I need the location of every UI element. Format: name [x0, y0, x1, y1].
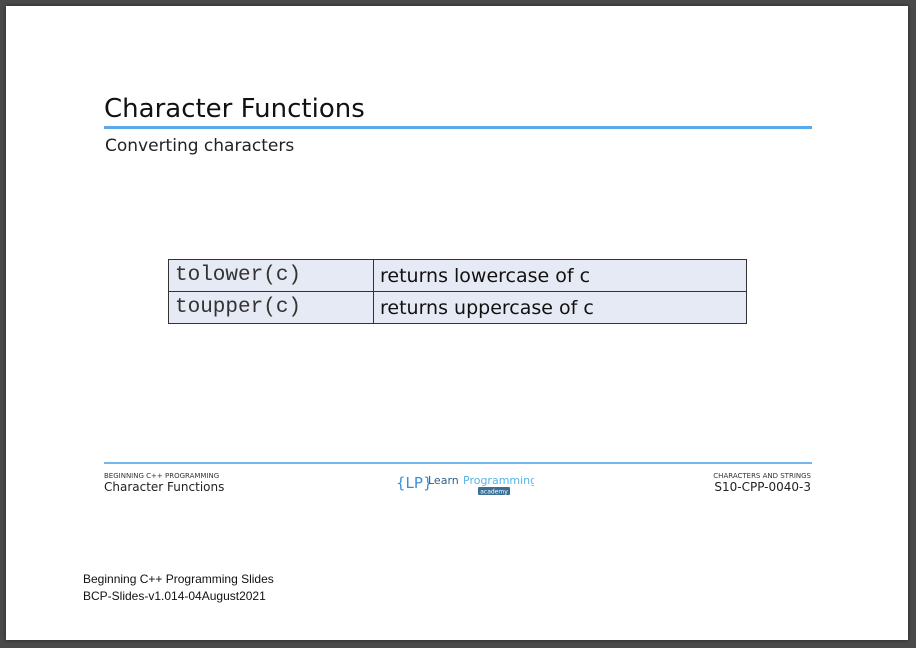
function-table: tolower(c) returns lowercase of c touppe… — [168, 259, 747, 324]
page-note-version: BCP-Slides-v1.014-04August2021 — [83, 589, 266, 603]
logo-text-learn: Learn — [428, 474, 459, 487]
slide-title: Character Functions — [104, 94, 365, 124]
footer-divider — [104, 462, 812, 464]
learnprogramming-logo: {LP} Learn Programming academy — [396, 474, 534, 496]
logo-bracket: {LP} — [396, 474, 433, 492]
section-name: CHARACTERS AND STRINGS — [713, 472, 811, 480]
footer-topic: Character Functions — [104, 480, 225, 494]
table-row: tolower(c) returns lowercase of c — [168, 259, 747, 292]
slide-code: S10-CPP-0040-3 — [714, 480, 811, 494]
function-signature: toupper(c) — [168, 291, 374, 324]
logo-badge — [478, 487, 510, 495]
page-note-title: Beginning C++ Programming Slides — [83, 572, 274, 586]
slide-page: Character Functions Converting character… — [6, 6, 908, 640]
table-row: toupper(c) returns uppercase of c — [168, 291, 747, 324]
slide-subtitle: Converting characters — [105, 136, 295, 156]
logo-badge-text: academy — [480, 489, 508, 496]
course-name: BEGINNING C++ PROGRAMMING — [104, 472, 220, 480]
title-underline — [104, 126, 812, 129]
function-description: returns lowercase of c — [373, 259, 747, 292]
function-signature: tolower(c) — [168, 259, 374, 292]
logo-text-programming: Programming — [463, 474, 534, 487]
function-description: returns uppercase of c — [373, 291, 747, 324]
